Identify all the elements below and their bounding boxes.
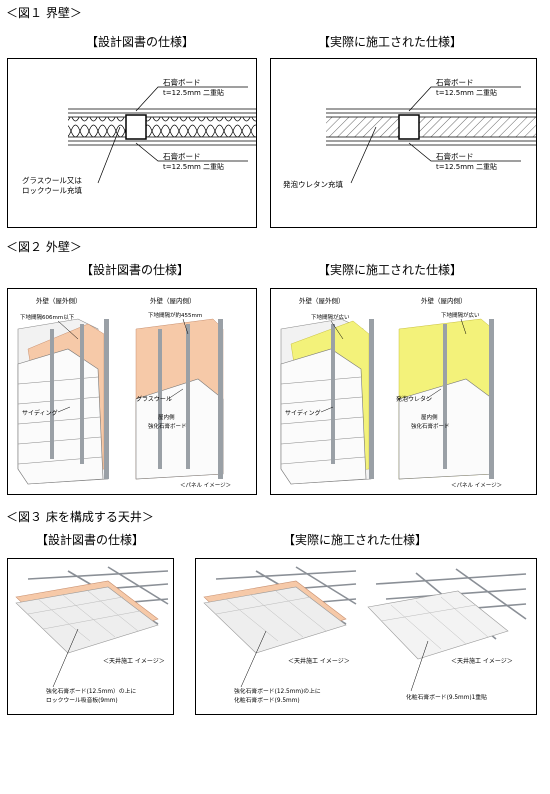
outer-header: 外壁（屋外側） bbox=[36, 296, 82, 305]
fig1-actual-panel: 石膏ボード t=12.5mm 二重貼 石膏ボード t=12.5mm 二重貼 発泡… bbox=[270, 58, 537, 228]
insulation-label-line1: グラスウール又は bbox=[22, 175, 82, 185]
fig2-design-panel: 外壁（屋外側） 外壁（屋内側） 下地間隔606mm以下 下地間隔が約455mm … bbox=[7, 288, 257, 495]
bottom-board-name: 石膏ボード bbox=[163, 151, 201, 161]
bottom-board-name: 石膏ボード bbox=[436, 151, 474, 161]
bottom-board-spec: t=12.5mm 二重貼 bbox=[163, 162, 224, 171]
fig3-design-panel: ＜天井施工 イメージ＞ 強化石膏ボード(12.5mm）の上に ロックウール吸音板… bbox=[7, 558, 174, 715]
outer-header: 外壁（屋外側） bbox=[299, 296, 345, 305]
ceiling-image-caption: ＜天井施工 イメージ＞ bbox=[103, 657, 165, 665]
partition-wall-actual-drawing: 石膏ボード t=12.5mm 二重貼 石膏ボード t=12.5mm 二重貼 発泡… bbox=[283, 77, 536, 189]
fig1-design-panel: 石膏ボード t=12.5mm 二重貼 石膏ボード t=12.5mm 二重貼 グラ… bbox=[7, 58, 257, 228]
indoor-side-panel bbox=[398, 318, 494, 480]
fig2-design-title: 【設計図書の仕様】 bbox=[80, 263, 189, 277]
leader-lines bbox=[350, 86, 521, 184]
ceiling-actual-drawing: ＜天井施工 イメージ＞ ＜天井施工 イメージ＞ 強化石膏ボード(12.5mm)の… bbox=[203, 566, 527, 704]
stud-spacing-606: 下地間隔606mm以下 bbox=[20, 313, 75, 321]
actual-ceiling-double-board bbox=[203, 566, 357, 654]
siding-label: サイディング bbox=[22, 409, 58, 417]
stud-spacing-455: 下地間隔が約455mm bbox=[148, 311, 202, 319]
fig3-actual-title: 【実際に施工された仕様】 bbox=[282, 533, 427, 547]
indoor-side-panel bbox=[135, 318, 224, 480]
fig3-title: ＜図３ 床を構成する天井＞ bbox=[6, 510, 154, 524]
exterior-wall-design-drawing: 外壁（屋外側） 外壁（屋内側） 下地間隔606mm以下 下地間隔が約455mm … bbox=[17, 296, 231, 489]
indoor-side-label: 屋内側 bbox=[158, 413, 175, 421]
urethane-label: 発泡ウレタン充填 bbox=[283, 179, 343, 189]
panel-image-caption: ＜パネル イメージ＞ bbox=[180, 482, 231, 489]
siding-label: サイディング bbox=[285, 409, 321, 417]
top-board-name: 石膏ボード bbox=[436, 77, 474, 87]
fig3-design-title: 【設計図書の仕様】 bbox=[35, 533, 144, 547]
insulation-label-line2: ロックウール充填 bbox=[22, 185, 82, 195]
top-board-spec: t=12.5mm 二重貼 bbox=[436, 88, 497, 97]
top-board-name: 石膏ボード bbox=[163, 77, 201, 87]
design-note-line1: 強化石膏ボード(12.5mm）の上に bbox=[46, 687, 136, 695]
inner-header: 外壁（屋内側） bbox=[150, 296, 196, 305]
ceiling-image-caption-right: ＜天井施工 イメージ＞ bbox=[451, 657, 513, 665]
reinforced-board-label: 強化石膏ボード bbox=[148, 422, 187, 430]
outdoor-side-panel bbox=[17, 318, 109, 485]
fig1-actual-title: 【実際に施工された仕様】 bbox=[317, 35, 462, 49]
foam-urethane-label: 発泡ウレタン bbox=[396, 395, 432, 403]
bottom-board-spec: t=12.5mm 二重貼 bbox=[436, 162, 497, 171]
actual-note-single: 化粧石膏ボード(9.5mm)1重貼 bbox=[406, 693, 487, 701]
panel-image-caption: ＜パネル イメージ＞ bbox=[451, 482, 502, 489]
wall-section bbox=[68, 108, 256, 146]
actual-note-line1: 強化石膏ボード(12.5mm)の上に bbox=[234, 687, 321, 695]
stud-spacing-wide-outer: 下地間隔が広い bbox=[311, 313, 350, 321]
stud-spacing-wide-inner: 下地間隔が広い bbox=[441, 311, 480, 319]
reinforced-board-label: 強化石膏ボード bbox=[411, 422, 450, 430]
indoor-side-label: 屋内側 bbox=[421, 413, 438, 421]
inner-header: 外壁（屋内側） bbox=[421, 296, 467, 305]
glass-wool-label: グラスウール bbox=[136, 395, 172, 403]
fig2-actual-panel: 外壁（屋外側） 外壁（屋内側） 下地間隔が広い 下地間隔が広い サイディング 発… bbox=[270, 288, 537, 495]
fig2-title: ＜図２ 外壁＞ bbox=[6, 240, 82, 254]
actual-ceiling-single-board bbox=[367, 568, 527, 660]
design-note-line2: ロックウール吸音板(9mm) bbox=[46, 696, 118, 704]
fig2-actual-title: 【実際に施工された仕様】 bbox=[317, 263, 462, 277]
leader-lines bbox=[97, 86, 248, 184]
fig3-actual-panel: ＜天井施工 イメージ＞ ＜天井施工 イメージ＞ 強化石膏ボード(12.5mm)の… bbox=[195, 558, 537, 715]
outdoor-side-panel bbox=[280, 318, 374, 485]
actual-note-line2: 化粧石膏ボード(9.5mm) bbox=[234, 696, 300, 704]
fig1-title: ＜図１ 界壁＞ bbox=[6, 6, 82, 20]
exterior-wall-actual-drawing: 外壁（屋外側） 外壁（屋内側） 下地間隔が広い 下地間隔が広い サイディング 発… bbox=[280, 296, 502, 489]
partition-wall-design-drawing: 石膏ボード t=12.5mm 二重貼 石膏ボード t=12.5mm 二重貼 グラ… bbox=[22, 77, 256, 195]
top-board-spec: t=12.5mm 二重貼 bbox=[163, 88, 224, 97]
wall-section bbox=[326, 108, 536, 146]
ceiling-design-drawing: ＜天井施工 イメージ＞ 強化石膏ボード(12.5mm）の上に ロックウール吸音板… bbox=[15, 566, 169, 704]
fig1-design-title: 【設計図書の仕様】 bbox=[85, 35, 194, 49]
ceiling-image-caption-left: ＜天井施工 イメージ＞ bbox=[288, 657, 350, 665]
